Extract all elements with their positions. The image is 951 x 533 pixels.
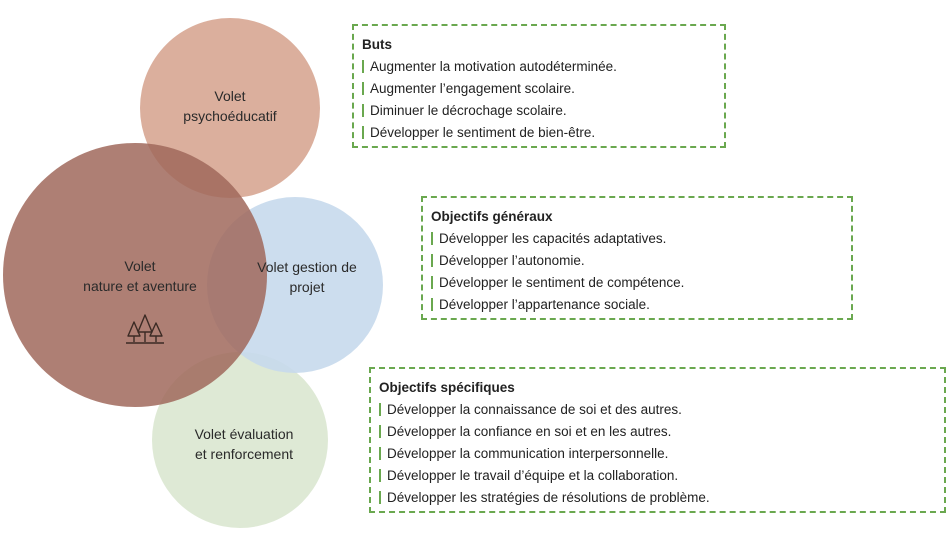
box-buts: Buts Augmenter la motivation autodétermi… [352,24,726,148]
box-objectifs-specifiques-title: Objectifs spécifiques [379,380,515,395]
box-objectifs-generaux: Objectifs généraux Développer les capaci… [421,196,853,320]
circle-nature [3,143,267,407]
forest-trees-icon [126,314,164,344]
list-item: Développer le travail d’équipe et la col… [379,465,934,487]
list-item: Développer le sentiment de bien-être. [362,122,714,144]
list-item: Développer les capacités adaptatives. [431,228,841,250]
box-buts-title: Buts [362,37,392,52]
box-objectifs-generaux-title: Objectifs généraux [431,209,553,224]
list-item: Développer les stratégies de résolutions… [379,487,934,509]
list-item: Développer la communication interpersonn… [379,443,934,465]
list-item: Augmenter l’engagement scolaire. [362,78,714,100]
list-item: Développer la connaissance de soi et des… [379,399,934,421]
list-item: Développer la confiance en soi et en les… [379,421,934,443]
box-objectifs-specifiques: Objectifs spécifiques Développer la conn… [369,367,946,513]
list-item: Développer l’appartenance sociale. [431,294,841,316]
list-item: Augmenter la motivation autodéterminée. [362,56,714,78]
list-item: Développer l’autonomie. [431,250,841,272]
list-item: Développer le sentiment de compétence. [431,272,841,294]
list-item: Diminuer le décrochage scolaire. [362,100,714,122]
circle-evaluation [152,352,328,528]
